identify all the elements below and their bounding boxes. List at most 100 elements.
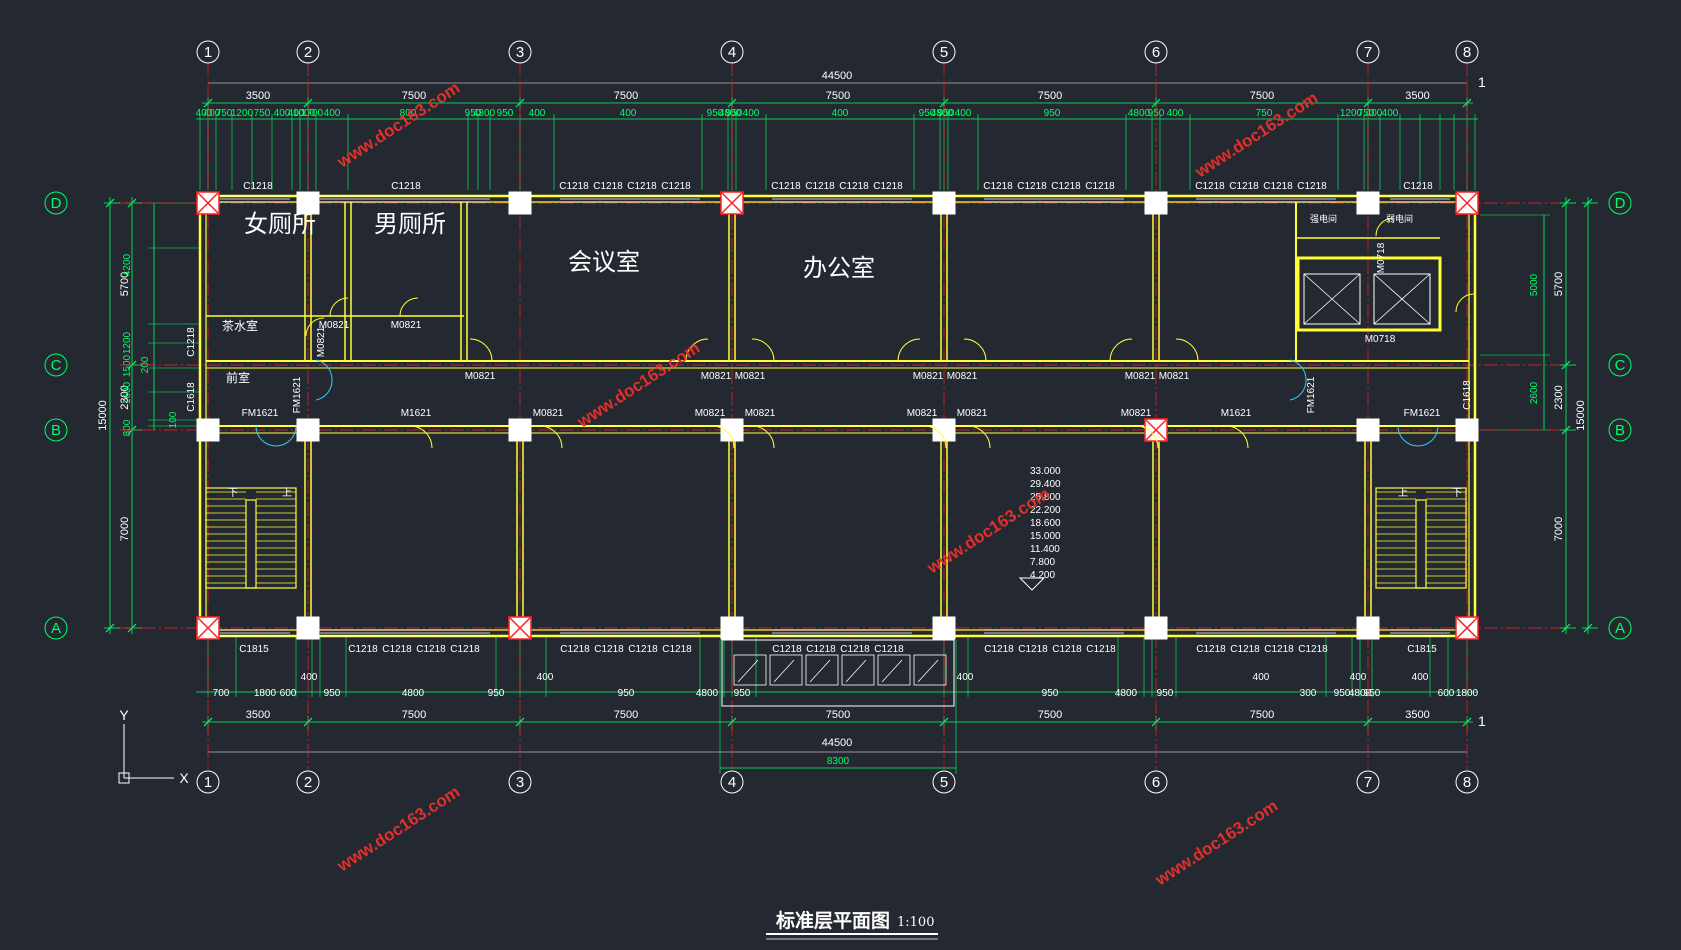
- door-swing: [399, 297, 419, 317]
- column: [1356, 616, 1380, 640]
- ucs-origin: [118, 772, 130, 784]
- column: [1144, 191, 1168, 215]
- axis-bubble: [44, 616, 68, 640]
- stair-well: [1415, 499, 1427, 589]
- top-detail-label: 400: [955, 108, 972, 119]
- window-tag-top: C1218: [873, 181, 903, 192]
- stair-left: [205, 487, 297, 589]
- column-x: [1145, 419, 1167, 441]
- bottom-detail-label: 600: [280, 688, 297, 699]
- top-detail-label: 400: [196, 108, 213, 119]
- top-detail-label: 1000: [293, 108, 316, 119]
- top-detail-label: 400: [1382, 108, 1399, 119]
- column: [932, 616, 956, 640]
- elevation-label: 22.200: [1030, 505, 1061, 516]
- right-span-tick: [1561, 198, 1571, 208]
- watermark-text: www.doc163.com: [1191, 88, 1321, 182]
- left-detail-label: 1500: [122, 354, 133, 377]
- axis-label-bottom: 6: [1152, 774, 1160, 791]
- axis-bubble: [1144, 40, 1168, 64]
- canopy-panel: [913, 654, 947, 686]
- bottom-detail-label: 950: [488, 688, 505, 699]
- window-tag-bottom: C1218: [984, 644, 1014, 655]
- top-detail-label: 4800: [1128, 108, 1151, 119]
- bottom-detail-label: 1800: [1456, 688, 1479, 699]
- door-swing: [1225, 425, 1249, 449]
- axis-bubble: [1144, 770, 1168, 794]
- column: [296, 616, 320, 640]
- top-detail-label: 950: [726, 108, 743, 119]
- bottom-detail-label: 400: [1350, 672, 1367, 683]
- window-tag-top: C1218: [1085, 181, 1115, 192]
- door-tag-corridor: M0821: [1121, 408, 1152, 419]
- top-detail-label: 400: [274, 108, 291, 119]
- axis-bubble: [720, 40, 744, 64]
- left-overall-tick: [105, 198, 115, 208]
- door-tag-upper: M0821: [1125, 371, 1156, 382]
- window-tag-top: C1218: [771, 181, 801, 192]
- door-tag-corridor: M0821: [745, 408, 776, 419]
- door-swing: [469, 338, 493, 362]
- door-swing: [897, 338, 921, 362]
- window-tag-bottom: C1218: [840, 644, 870, 655]
- axis-bubble: [1608, 616, 1632, 640]
- window-tag-top: C1218: [661, 181, 691, 192]
- door-swing: [1375, 217, 1395, 237]
- column: [720, 418, 744, 442]
- bottom-detail-label: 950: [1042, 688, 1059, 699]
- top-detail-label: 800: [400, 108, 417, 119]
- left-span-label: 5700: [119, 272, 131, 296]
- top-detail-label: 1700: [301, 108, 324, 119]
- door-tag-corridor: M0821: [907, 408, 938, 419]
- bottom-detail-label: 1800: [254, 688, 277, 699]
- axis-bubble: [196, 40, 220, 64]
- left-detail-label: 800: [122, 419, 133, 436]
- axis-label-bottom: 5: [940, 774, 948, 791]
- fire-door-swing: [1397, 425, 1439, 447]
- axis-label-top: 6: [1152, 44, 1160, 61]
- axis-label-bottom: 4: [728, 774, 736, 791]
- entrance-canopy: [721, 639, 955, 707]
- axis-bubble: [720, 770, 744, 794]
- bottom-detail-label: 950: [618, 688, 635, 699]
- door-tag-corridor: FM1621: [242, 408, 279, 419]
- axis-label-right: A: [1615, 620, 1625, 637]
- axis-label-right: D: [1615, 195, 1626, 212]
- top-detail-label: 1200: [1340, 108, 1363, 119]
- bottom-span-label: 7500: [614, 709, 638, 721]
- window-tag-top: C1218: [1051, 181, 1081, 192]
- left-detail-label: 4200: [122, 253, 133, 276]
- column-x: [1456, 617, 1478, 639]
- top-detail-label: 750: [1256, 108, 1273, 119]
- axis-bubble: [932, 770, 956, 794]
- elevation-label: 11.400: [1030, 544, 1060, 555]
- ucs-x-label: X: [179, 770, 189, 786]
- top-detail-label: 950: [1044, 108, 1061, 119]
- top-detail-label: 4800: [473, 108, 496, 119]
- window-tag-bottom: C1218: [560, 644, 590, 655]
- bottom-detail-label: 400: [537, 672, 554, 683]
- door-tag-corridor: M0821: [533, 408, 564, 419]
- left-overall-tick: [105, 623, 115, 633]
- window-tag-top: C1218: [1195, 181, 1225, 192]
- top-span-label: 7500: [614, 90, 638, 102]
- door-tag-corridor: M0821: [695, 408, 726, 419]
- axis-bubble: [196, 770, 220, 794]
- window-tag-top: C1218: [1263, 181, 1293, 192]
- canopy-panel: [733, 654, 767, 686]
- elevation-label: 33.000: [1030, 466, 1061, 477]
- top-detail-label: 950: [938, 108, 955, 119]
- left-detail-label: 100: [168, 411, 179, 428]
- right-span-label: 5700: [1553, 272, 1565, 296]
- elevation-label: 25.800: [1030, 492, 1061, 503]
- window-tag-bottom: C1218: [1052, 644, 1082, 655]
- axis-bubble: [1608, 191, 1632, 215]
- room-label-mens-toilet: 男厕所: [374, 210, 446, 238]
- top-detail-label: 400: [324, 108, 341, 119]
- entrance-dim-label: 8300: [827, 756, 850, 767]
- window-tag-left: C1218: [186, 327, 197, 357]
- stair-label-down: 下: [228, 488, 238, 499]
- bottom-detail-label: 400: [957, 672, 974, 683]
- bottom-span-label: 3500: [1405, 709, 1429, 721]
